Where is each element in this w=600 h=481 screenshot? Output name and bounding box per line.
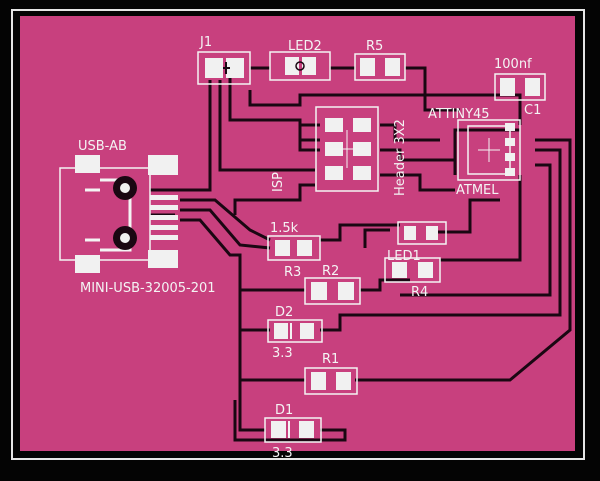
label-r5: R5 <box>366 39 383 54</box>
label-1-5k: 1.5k <box>270 221 299 236</box>
label-d1-value: 3.3 <box>272 446 293 461</box>
label-r2: R2 <box>322 264 339 279</box>
label-c1-value: 100nf <box>494 57 532 72</box>
label-usb-ab: USB-AB <box>78 139 127 154</box>
label-d2: D2 <box>275 305 293 320</box>
label-isp: ISP <box>271 172 286 192</box>
capacitor-c1 <box>494 73 546 101</box>
label-atmel: ATMEL <box>456 183 499 198</box>
label-mini-usb: MINI-USB-32005-201 <box>80 281 216 296</box>
resistor-r5 <box>354 53 406 81</box>
label-led1: LED1 <box>387 249 421 264</box>
component-near-led1 <box>397 221 447 245</box>
diode-d2 <box>267 319 323 343</box>
label-r4: R4 <box>411 285 428 300</box>
led1-component <box>384 257 441 283</box>
resistor-r2 <box>304 277 361 305</box>
board-outline <box>11 9 585 460</box>
attiny45-chip <box>457 119 521 181</box>
label-d1: D1 <box>275 403 293 418</box>
label-j1: J1 <box>199 35 212 50</box>
usb-connector <box>59 155 178 273</box>
resistor-r1 <box>304 367 358 395</box>
led2-component <box>269 51 331 81</box>
label-d2-value: 3.3 <box>272 346 293 361</box>
isp-header <box>315 106 379 192</box>
jumper-j1 <box>197 51 251 85</box>
label-r3: R3 <box>284 265 301 280</box>
resistor-r3 <box>267 235 321 261</box>
diode-d1 <box>264 417 322 443</box>
label-r1: R1 <box>322 352 339 367</box>
label-c1: C1 <box>524 103 541 118</box>
label-attiny45: ATTINY45 <box>428 107 490 122</box>
label-header-3x2: Header 3X2 <box>393 119 408 196</box>
label-led2: LED2 <box>288 39 322 54</box>
